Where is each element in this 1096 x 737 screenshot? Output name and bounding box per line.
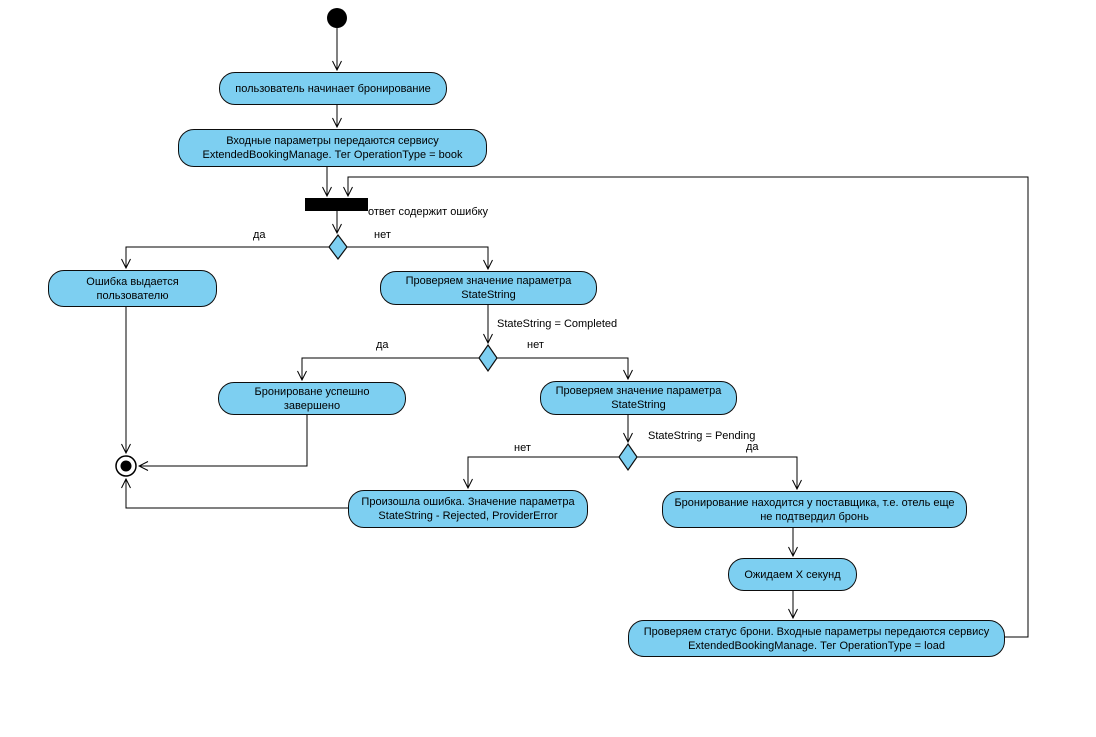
activity-label: Бронирование находится у поставщика, т.е… [674,496,955,523]
guard-yes-decision3: да [746,441,759,453]
edge-error-occurred-to-final [126,479,348,509]
edge-decision2-no-to-check2 [497,357,628,379]
final-node[interactable] [115,455,137,477]
activity-booking-at-provider[interactable]: Бронирование находится у поставщика, т.е… [662,491,967,528]
condition-label-statestring-pending: StateString = Pending [648,430,756,442]
activity-label: Ожидаем X секунд [744,568,841,581]
activity-user-starts-booking[interactable]: пользователь начинает бронирование [219,72,447,105]
activity-error-occurred[interactable]: Произошла ошибка. Значение параметра Sta… [348,490,588,528]
edge-decision1-no-to-check1 [347,246,488,269]
activity-label: Произошла ошибка. Значение параметра Sta… [361,496,575,522]
edge-decision2-yes-to-completed [302,357,479,380]
edge-check-status-loop-to-bar [348,176,1029,638]
activity-label: Ошибка выдается пользователю [86,275,179,302]
activity-booking-completed[interactable]: Бронироване успешно завершено [218,382,406,415]
guard-no-decision3: нет [514,442,531,454]
decision-statestring-pending[interactable] [618,442,638,472]
activity-label: Проверяем значение параметра StateString [555,385,722,411]
edge-completed-to-final [139,415,308,466]
edge-decision3-no-to-error-occurred [468,456,619,488]
join-bar[interactable] [305,198,368,211]
guard-yes-decision1: да [253,229,266,241]
edge-decision1-yes-to-error-shown [126,246,329,268]
guard-yes-decision2: да [376,339,389,351]
activity-error-shown-to-user[interactable]: Ошибка выдается пользователю [48,270,217,307]
edge-decision3-yes-to-provider [637,456,797,489]
activity-label: Бронироване успешно завершено [254,385,370,412]
activity-check-statestring-1[interactable]: Проверяем значение параметра StateString [380,271,597,305]
activity-check-booking-status[interactable]: Проверяем статус брони. Входные параметр… [628,620,1005,657]
initial-node[interactable] [327,8,347,28]
activity-label: Входные параметры передаются сервису Ext… [202,135,463,161]
condition-label-response-error: ответ содержит ошибку [368,206,489,218]
decision-response-error[interactable] [328,234,348,260]
activity-label: пользователь начинает бронирование [235,82,431,95]
decision-statestring-completed[interactable] [478,343,498,373]
activity-wait-x-seconds[interactable]: Ожидаем X секунд [728,558,857,591]
condition-label-statestring-completed: StateString = Completed [497,318,618,330]
guard-no-decision1: нет [374,229,391,241]
edges-group [126,28,1029,638]
guard-no-decision2: нет [527,339,544,351]
activity-check-statestring-2[interactable]: Проверяем значение параметра StateString [540,381,737,415]
activity-input-params-book[interactable]: Входные параметры передаются сервису Ext… [178,129,487,167]
activity-label: Проверяем значение параметра StateString [405,275,572,301]
activity-label: Проверяем статус брони. Входные параметр… [643,625,990,652]
